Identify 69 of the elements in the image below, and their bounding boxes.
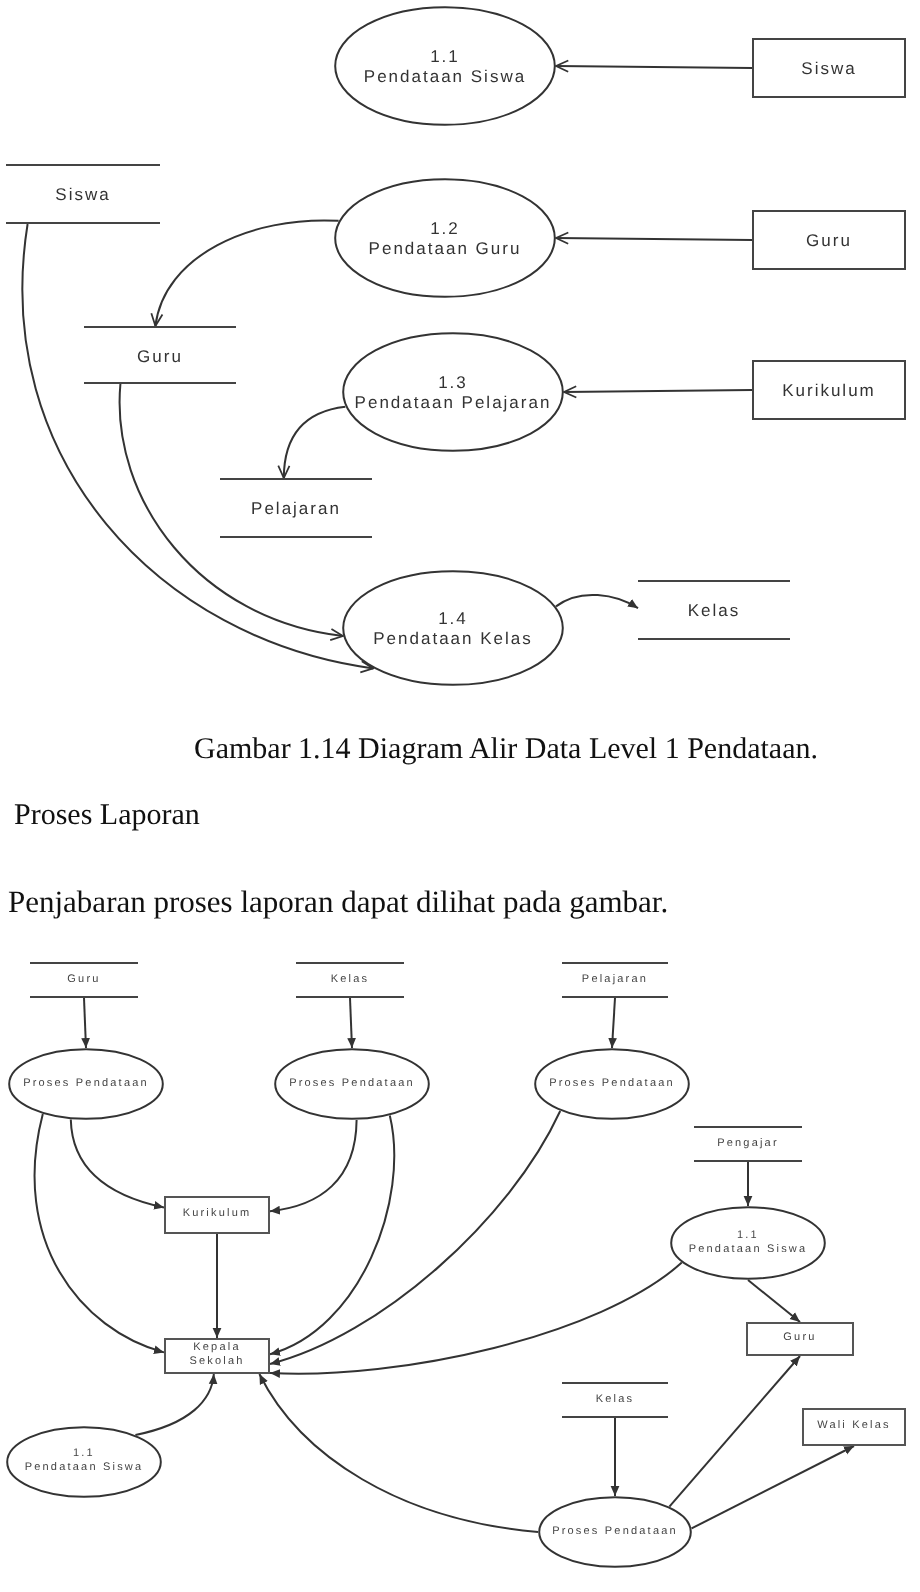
process-name: Pendataan Siswa: [363, 66, 527, 86]
store-name: Kelas: [687, 600, 741, 620]
curved-arrow: [555, 593, 639, 610]
store-name: Pelajaran: [251, 498, 341, 518]
process-number: 1.3: [438, 372, 468, 392]
process-ellipse: [6, 1426, 162, 1498]
curved-arrow: [21, 223, 375, 673]
curved-arrow: [134, 1373, 217, 1436]
curved-arrow: [269, 1261, 683, 1378]
store-name: Guru: [137, 345, 183, 365]
process-number: 1.2: [430, 218, 460, 238]
arrow: [347, 997, 356, 1049]
entity-box: [752, 38, 906, 98]
data-store: [694, 1126, 802, 1162]
entity-name: Guru: [806, 230, 852, 250]
entity-box: [164, 1338, 270, 1374]
curved-arrow: [277, 405, 347, 479]
arrow: [81, 997, 90, 1049]
entity-box: [164, 1196, 270, 1234]
curved-arrow: [69, 1118, 165, 1210]
arrow: [668, 1355, 801, 1508]
curved-arrow: [33, 1113, 165, 1354]
store-name: Siswa: [55, 184, 111, 204]
process-number: 1.4: [438, 608, 468, 628]
process-ellipse: [8, 1048, 164, 1120]
figure-caption: Gambar 1.14 Diagram Alir Data Level 1 Pendataan.: [194, 732, 818, 768]
arrow: [212, 1233, 222, 1339]
process-name: Pendataan Guru: [368, 238, 522, 258]
data-store: [562, 1382, 668, 1418]
data-store: [30, 962, 138, 998]
arrow: [743, 1161, 753, 1207]
process-name: Pendataan Pelajaran: [354, 392, 552, 412]
curved-arrow: [269, 1114, 396, 1356]
process-number: 1.1: [430, 46, 460, 66]
paragraph: Penjabaran proses laporan dapat dilihat pada gambar.: [8, 886, 669, 922]
entity-name: Siswa: [801, 58, 857, 78]
entity-box: [746, 1322, 854, 1356]
entity-box: [802, 1408, 906, 1446]
entity-box: [752, 360, 906, 420]
data-store: [220, 478, 372, 538]
section-heading: Proses Laporan: [14, 798, 200, 834]
process-ellipse: [534, 1048, 690, 1120]
process-ellipse: [342, 570, 564, 686]
curved-arrow: [151, 219, 340, 327]
arrow: [610, 1417, 620, 1497]
curved-arrow: [269, 1119, 358, 1215]
process-ellipse: [334, 6, 556, 126]
data-store: [84, 326, 236, 384]
process-ellipse: [670, 1206, 826, 1280]
entity-name: Kurikulum: [782, 380, 876, 400]
curved-arrow: [118, 383, 344, 641]
arrow: [555, 231, 753, 245]
entity-box: [752, 210, 906, 270]
process-ellipse: [334, 178, 556, 298]
arrow: [555, 59, 753, 73]
arrow: [608, 997, 617, 1049]
data-store: [296, 962, 404, 998]
process-name: Pendataan Kelas: [373, 628, 533, 648]
arrow: [747, 1279, 801, 1323]
arrow: [563, 385, 753, 399]
process-ellipse: [342, 332, 564, 452]
data-store: [562, 962, 668, 998]
arrow: [690, 1445, 855, 1530]
curved-arrow: [269, 1110, 562, 1366]
process-ellipse: [274, 1048, 430, 1120]
process-ellipse: [538, 1496, 692, 1568]
data-store: [6, 164, 160, 224]
curved-arrow: [258, 1373, 539, 1533]
data-store: [638, 580, 790, 640]
